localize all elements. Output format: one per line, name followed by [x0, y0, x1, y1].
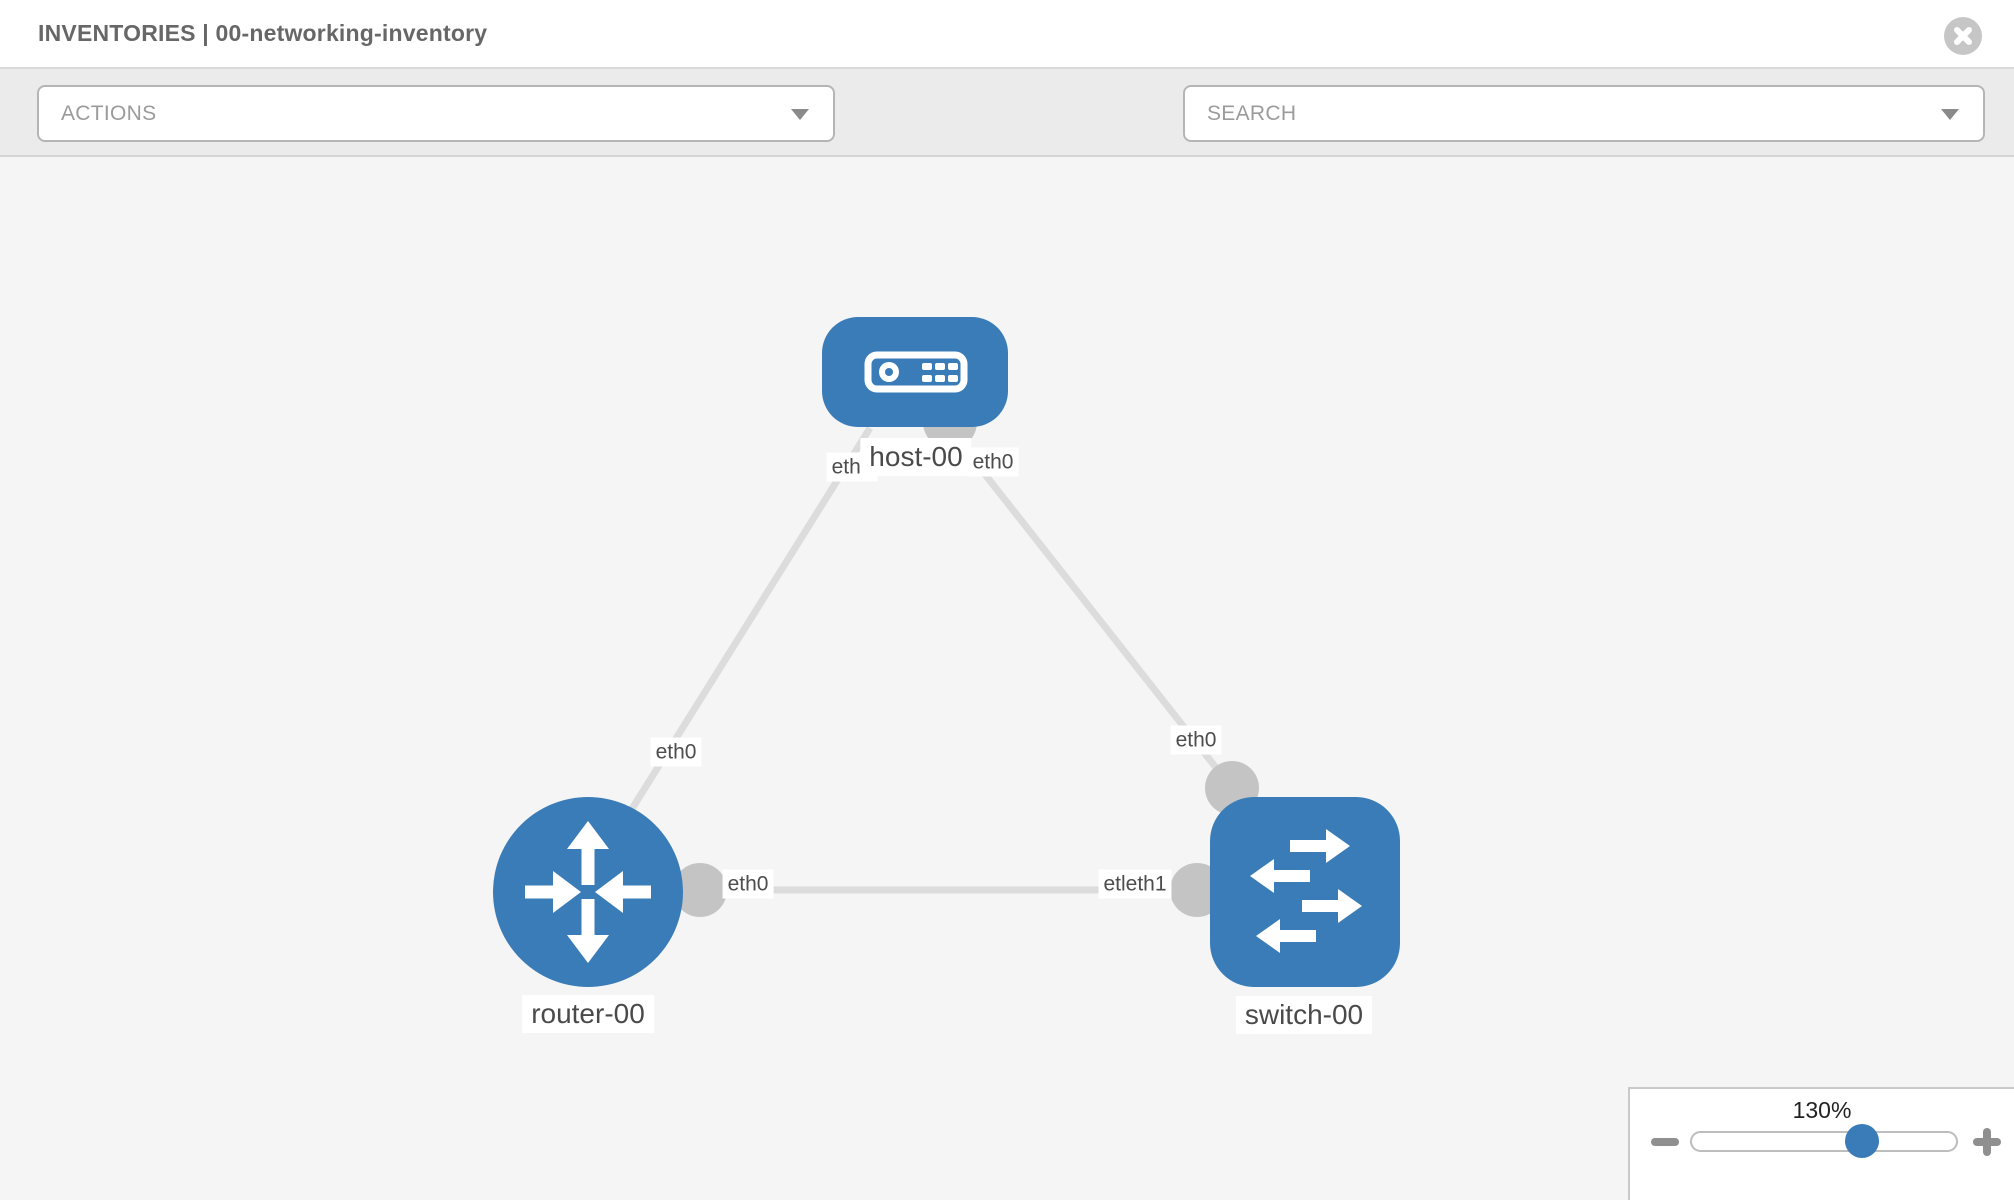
switch-icon [1250, 829, 1362, 953]
interface-label: etleth1 [1098, 869, 1172, 899]
actions-select[interactable]: ACTIONS [37, 85, 835, 142]
router-icon [525, 821, 651, 963]
actions-select-label: ACTIONS [61, 101, 157, 125]
interface-label: eth0 [1170, 725, 1222, 755]
page-header: INVENTORIES | 00-networking-inventory [0, 0, 2014, 69]
chevron-down-icon [791, 108, 809, 120]
zoom-panel: 130% [1628, 1087, 2014, 1200]
interface-label: eth0 [967, 447, 1019, 477]
zoom-level-label: 130% [1792, 1097, 1852, 1123]
node-host-00[interactable] [822, 317, 1008, 427]
interface-label: eth0 [650, 737, 702, 767]
close-icon [1954, 27, 1972, 45]
zoom-in-button[interactable] [1970, 1125, 2004, 1159]
search-select-label: SEARCH [1207, 101, 1297, 125]
node-label-router: router-00 [522, 995, 654, 1033]
node-router-00[interactable] [493, 797, 683, 987]
node-switch-00[interactable] [1210, 797, 1400, 987]
links-layer [627, 395, 1259, 917]
zoom-slider-thumb[interactable] [1845, 1124, 1879, 1158]
chevron-down-icon [1941, 108, 1959, 120]
node-label-host: host-00 [860, 438, 972, 476]
page-title: INVENTORIES | 00-networking-inventory [38, 20, 488, 46]
host-icon [864, 351, 968, 393]
zoom-slider[interactable] [1690, 1124, 1958, 1158]
close-button[interactable] [1944, 17, 1982, 55]
topology-canvas[interactable]: eth0 eth0 eth0 eth0 eth0 etleth1 host-00… [0, 157, 2014, 1200]
node-label-switch: switch-00 [1235, 996, 1373, 1034]
toolbar: ACTIONS SEARCH [0, 69, 2014, 208]
zoom-out-button[interactable] [1651, 1138, 1679, 1146]
search-select[interactable]: SEARCH [1183, 85, 1985, 142]
interface-label: eth0 [722, 869, 774, 899]
interface-connector[interactable] [673, 863, 727, 917]
